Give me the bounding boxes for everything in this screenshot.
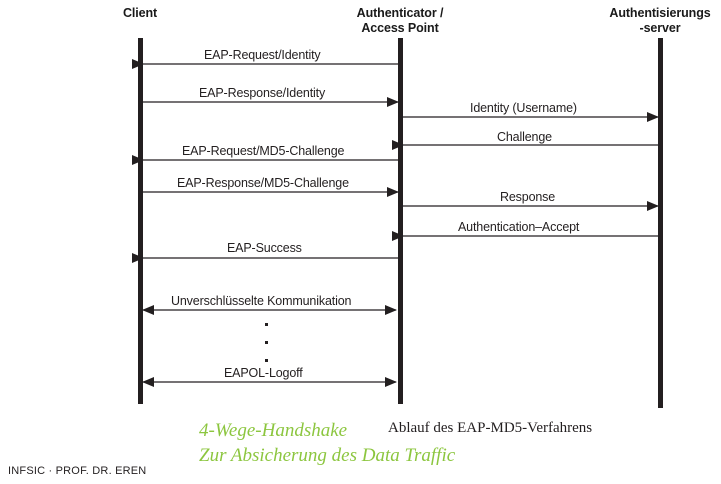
actor-header-authenticator: Authenticator / Access Point <box>320 6 480 36</box>
label-challenge: Challenge <box>497 130 552 144</box>
label-authentication-accept: Authentication–Accept <box>458 220 580 234</box>
ellipsis-dot <box>265 323 268 326</box>
actor-authenticator-label-line2: Access Point <box>361 21 439 35</box>
label-identity-username: Identity (Username) <box>470 101 577 115</box>
footer-attribution: INFSIC · PROF. DR. EREN <box>8 465 147 477</box>
label-response: Response <box>500 190 556 204</box>
lifeline-authenticator <box>398 38 403 404</box>
actor-client-label-line1: Client <box>122 6 158 20</box>
label-eap-response-identity: EAP-Response/Identity <box>199 86 326 100</box>
lifeline-client <box>138 38 143 404</box>
label-eap-request-identity: EAP-Request/Identity <box>204 48 321 62</box>
ellipsis-dot <box>265 341 268 344</box>
actor-auth-server-label-line2: -server <box>639 21 681 35</box>
caption-diagram-title: Ablauf des EAP-MD5-Verfahrens <box>388 420 593 436</box>
label-eap-request-md5-challenge: EAP-Request/MD5-Challenge <box>182 144 345 158</box>
caption-handshake-line2: Zur Absicherung des Data Traffic <box>199 445 456 466</box>
label-eap-response-md5-challenge: EAP-Response/MD5-Challenge <box>177 176 349 190</box>
actor-auth-server-label-line1: Authentisierungs <box>609 6 711 20</box>
label-eap-success: EAP-Success <box>227 241 302 255</box>
label-unverschluesselte-kommunikation: Unverschlüsselte Kommunikation <box>171 294 352 308</box>
actor-header-auth-server: Authentisierungs -server <box>580 6 721 36</box>
actor-authenticator-label-line1: Authenticator / <box>356 6 444 20</box>
caption-handshake-line1: 4-Wege-Handshake <box>199 420 348 441</box>
label-eapol-logoff: EAPOL-Logoff <box>224 366 303 380</box>
actor-header-client: Client <box>90 6 190 21</box>
ellipsis-dot <box>265 359 268 362</box>
lifeline-auth-server <box>658 38 663 408</box>
